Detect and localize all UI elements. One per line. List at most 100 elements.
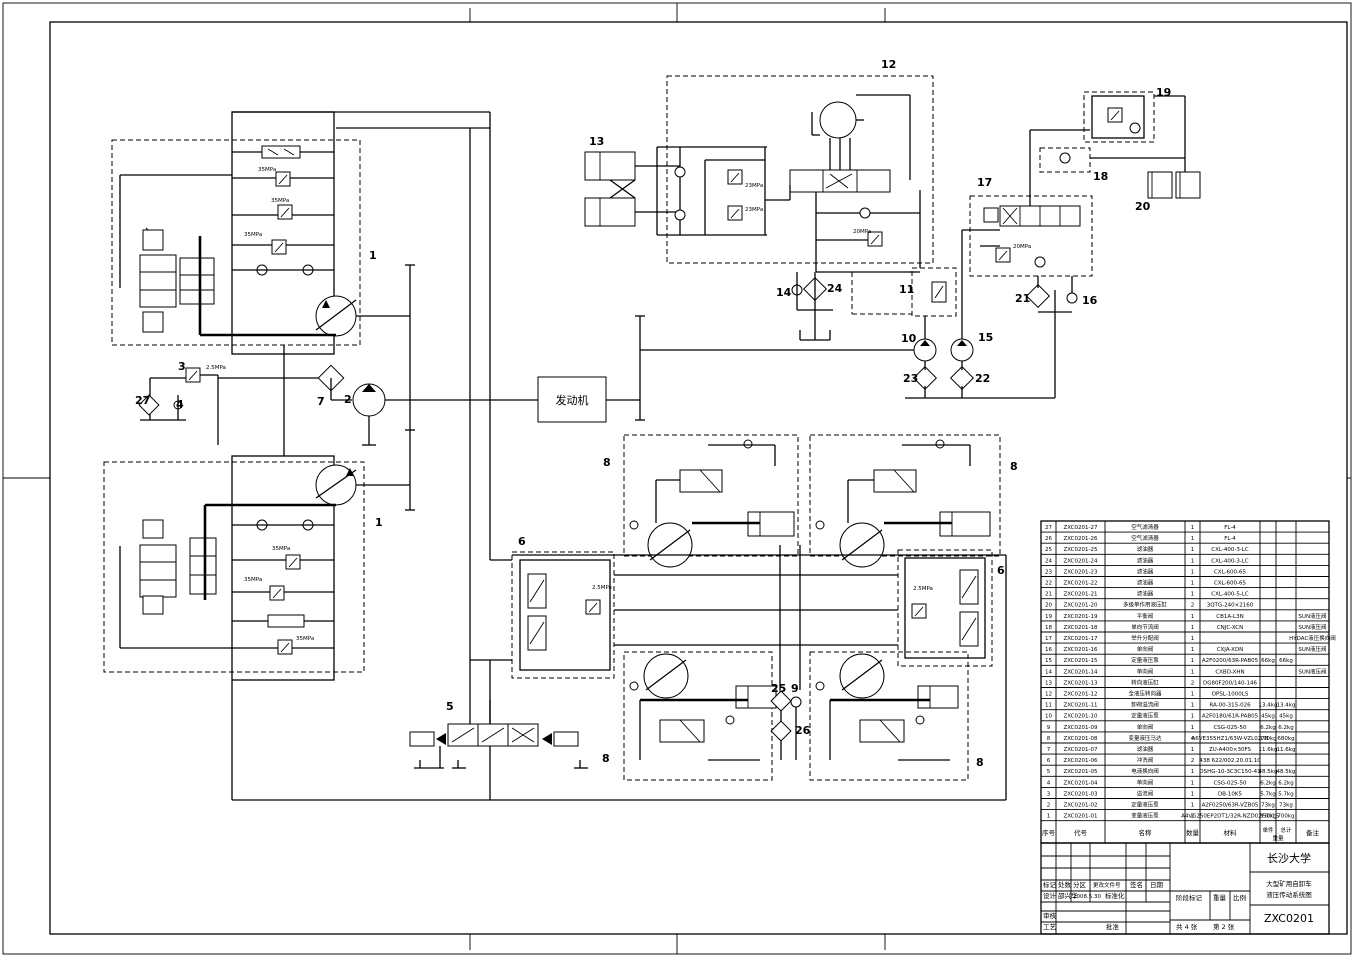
bom-cell-mat: FL-4 [1224, 525, 1236, 531]
pressure-23-a: 23MPa [745, 183, 763, 189]
title-block: 标记 处数 分区 更改文件号 签名 日期 设计 邵兴华 2008.5.30 标准… [1040, 842, 1330, 935]
bom-cell-name: 定量液压泵 [1131, 801, 1159, 809]
bom-cell-mat: A6VE355HZ1/63W-VZL027B [1192, 736, 1269, 742]
bom-cell-mat: DSHG-10-3C3C150-41 [1199, 769, 1260, 775]
filter-check-25-9-26 [770, 690, 802, 760]
bom-cell-code: ZXC0201-20 [1064, 603, 1098, 609]
bom-cell-no: 11 [1045, 703, 1052, 709]
label-18: 18 [1093, 170, 1108, 183]
bom-cell-mat: FL-4 [1224, 536, 1236, 542]
bom-cell-no: 8 [1047, 736, 1051, 742]
bom-cell-name: 单向阀 [1137, 778, 1154, 786]
lift-circuit [962, 129, 1093, 313]
bom-cell-name: 单向阀 [1137, 645, 1154, 653]
bom-cell-qty: 1 [1191, 747, 1195, 753]
label-26: 26 [795, 724, 811, 737]
motor-unit-top-right [809, 434, 1001, 568]
pressure-2-5-c: 2.5MPa [913, 586, 933, 592]
label-8-top-left: 8 [603, 456, 611, 469]
bom-cell-code: ZXC0201-09 [1064, 725, 1098, 731]
bom-cell-mat: CNJC-XCN [1217, 625, 1243, 631]
label-24: 24 [827, 282, 843, 295]
bom-cell-mat: DB-10K5 [1218, 791, 1243, 797]
bom-cell-no: 20 [1045, 603, 1052, 609]
bom-cell-name: 空气滤清器 [1131, 534, 1159, 542]
bom-cell-qty: 1 [1191, 791, 1195, 797]
bom-cell-mat: ZU-A400×30FS [1209, 747, 1252, 753]
bom-cell-mat: CXL-600-65 [1214, 581, 1247, 587]
bom-cell-w2: 680kg [1277, 736, 1294, 742]
bom-cell-name: 平衡阀 [1137, 612, 1154, 620]
bom-cell-no: 3 [1047, 791, 1051, 797]
bom-cell-code: ZXC0201-24 [1064, 558, 1098, 564]
bom-cell-qty: 1 [1191, 769, 1195, 775]
bom-header-weight: 重量 [1272, 834, 1284, 842]
bom-cell-code: ZXC0201-16 [1064, 647, 1098, 653]
bom-cell-code: ZXC0201-21 [1064, 592, 1098, 598]
bom-cell-name: 转向液压缸 [1131, 678, 1159, 686]
tb-design: 设计 [1043, 891, 1057, 900]
bom-cell-name: 滤油器 [1137, 590, 1154, 598]
bom-cell-code: ZXC0201-05 [1064, 769, 1098, 775]
bom-cell-w1: 66kg [1261, 658, 1275, 664]
bom-cell-qty: 1 [1191, 625, 1195, 631]
bom-cell-qty: 1 [1191, 780, 1195, 786]
bom-cell-no: 5 [1047, 769, 1051, 775]
label-6-right: 6 [997, 564, 1005, 577]
bom-cell-code: ZXC0201-25 [1064, 547, 1098, 553]
bom-cell-no: 25 [1045, 547, 1052, 553]
flushing-valve-right [897, 549, 993, 667]
bom-cell-no: 16 [1045, 647, 1052, 653]
label-10: 10 [901, 332, 917, 345]
bom-cell-code: ZXC0201-06 [1064, 758, 1098, 764]
label-4: 4 [176, 398, 184, 411]
bom-cell-qty: 1 [1191, 592, 1195, 598]
label-9: 9 [791, 682, 799, 695]
bom-cell-code: ZXC0201-11 [1064, 703, 1098, 709]
bom-cell-code: ZXC0201-12 [1064, 692, 1098, 698]
pressure-20-b: 20MPa [1013, 244, 1031, 250]
label-17: 17 [977, 176, 992, 189]
bom-cell-no: 17 [1045, 636, 1052, 642]
bom-cell-name: 定量液压泵 [1131, 656, 1159, 664]
bom-cell-code: ZXC0201-10 [1064, 714, 1098, 720]
tb-process: 工艺 [1043, 923, 1057, 931]
bom-cell-w2: 5.7kg [1278, 791, 1293, 797]
bom-cell-mat: CXL-400-3-LC [1211, 558, 1249, 564]
bom-cell-name: 变量液压泵 [1131, 812, 1159, 820]
tb-standardize: 标准化 [1105, 891, 1125, 900]
label-8-top-right: 8 [1010, 460, 1018, 473]
bom-cell-w2: 13.4kg [1277, 703, 1296, 709]
bom-cell-code: ZXC0201-08 [1064, 736, 1098, 742]
bom-cell-no: 1 [1047, 814, 1051, 820]
bom-cell-no: 19 [1045, 614, 1052, 620]
bom-header-no: 序号 [1042, 828, 1056, 837]
bom-cell-mat: CSG-025-50 [1213, 725, 1247, 731]
bom-cell-qty: 1 [1191, 547, 1195, 553]
bom-cell-qty: 4 [1191, 736, 1195, 742]
tb-title-line1: 大型矿用自卸车 [1266, 879, 1312, 888]
balance-and-cylinders [1039, 91, 1201, 199]
bom-cell-no: 9 [1047, 725, 1051, 731]
bom-cell-mat: 3QTG-240×2160 [1207, 603, 1254, 609]
bom-cell-qty: 1 [1191, 569, 1195, 575]
bom-cell-code: ZXC0201-03 [1064, 791, 1098, 797]
motor-unit-top-left [623, 434, 799, 568]
label-3: 3 [178, 360, 186, 373]
bom-cell-name: 滤油器 [1137, 556, 1154, 564]
bom-cell-note: SUN液压阀 [1298, 645, 1326, 653]
bom-cell-w1: 6.2kg [1260, 780, 1275, 786]
bom-cell-name: 滤油器 [1137, 745, 1154, 753]
engine: 发动机 [537, 315, 920, 423]
pressure-2-5-b: 2.5MPa [592, 585, 612, 591]
bom-cell-qty: 1 [1191, 525, 1195, 531]
bom-cell-qty: 2 [1191, 758, 1195, 764]
bom-header-name: 名称 [1139, 828, 1153, 837]
bom-cell-qty: 1 [1191, 558, 1195, 564]
tb-designer: 邵兴华 [1058, 891, 1078, 900]
label-1-lower: 1 [375, 516, 383, 529]
pressure-20-a: 20MPa [853, 229, 871, 235]
tb-sheet-no: 第 2 张 [1213, 922, 1235, 931]
bom-cell-w1: 170kg [1259, 736, 1276, 742]
